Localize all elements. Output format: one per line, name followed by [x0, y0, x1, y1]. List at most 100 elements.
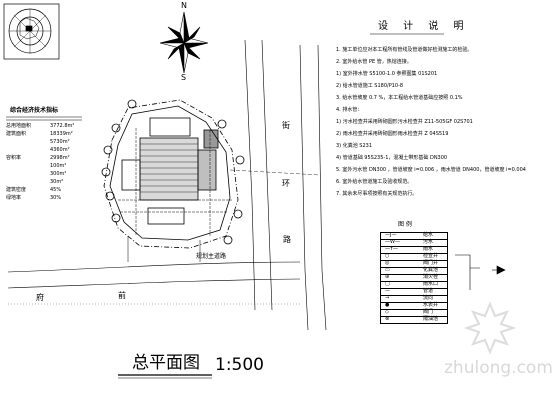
compass-rose	[159, 11, 209, 74]
indicators-table: 总用地面积 3772.8m² 建筑面积 18339m² 5730m² 4360m…	[6, 124, 90, 204]
legend-row: —Y— 雨水	[381, 247, 447, 254]
indicator-value: 300m²	[50, 171, 67, 177]
legend-row: → 流向	[381, 296, 447, 303]
legend-text: 给水	[423, 232, 434, 238]
legend-symbol: —W—	[385, 239, 400, 245]
legend-text: 消火栓	[423, 274, 439, 280]
watermark-text: zhulong.com	[444, 358, 553, 378]
indicator-value: 45%	[50, 187, 62, 193]
legend-text: 雨水口	[423, 281, 439, 287]
legend-symbol: ○	[385, 253, 390, 259]
legend-text: 检查井	[423, 253, 439, 259]
road-lines	[7, 39, 327, 331]
indicator-value: 30m²	[50, 179, 64, 185]
indicator-value: 2998m²	[50, 155, 70, 161]
indicator-value: 3772.8m²	[50, 123, 75, 129]
indicator-row: 绿地率 30%	[6, 196, 90, 204]
indicator-row: 5730m²	[6, 140, 90, 148]
indicator-value: 18339m²	[50, 131, 73, 137]
indicator-label: 总用地面积	[6, 123, 32, 129]
notes-line: 4. 排水管：	[336, 107, 363, 113]
legend-row: ▭ 化粪池	[381, 268, 447, 275]
legend-row: —W— 污水	[381, 240, 447, 247]
legend-text: 隔油池	[423, 316, 439, 322]
legend-text: 阀门井	[423, 260, 439, 266]
notes-line: 3. 给水管坡度 0.7 %，本工程给水管道基础应按照 0.1%	[336, 95, 463, 101]
indicator-label: 容积率	[6, 155, 22, 161]
notes-line: 3) 化粪池 S231	[336, 143, 373, 149]
indicator-value: 5730m²	[50, 139, 70, 145]
indicator-row: 100m²	[6, 164, 90, 172]
plan-scale: 1:500	[215, 355, 264, 375]
legend-symbol: ▭	[385, 267, 390, 273]
indicators-lines	[6, 116, 82, 121]
legend-row: —J— 给水	[381, 233, 447, 240]
notes-line: 4) 管道基础 95S235-1，混凝土带形基础 DN300	[336, 155, 448, 161]
notes-line: 1) 污水检查井采用砖砌圆形污水检查井 Z11-505GF 02S701	[336, 119, 473, 125]
legend-text: 雨水	[423, 246, 434, 252]
indicator-row: 300m²	[6, 172, 90, 180]
indicator-row: 30m²	[6, 180, 90, 188]
legend-text: 流向	[423, 295, 434, 301]
street-char-5: 环	[282, 179, 290, 188]
legend-table: —J— 给水 —W— 污水 —Y— 雨水 ○ 检查井 ◎ 阀门井 ▭ 化粪池 ⊕…	[380, 232, 448, 324]
compass-south-label: S	[181, 73, 187, 82]
indicator-row: 4360m²	[6, 148, 90, 156]
legend-row: ◎ 阀门井	[381, 261, 447, 268]
indicator-label: 绿地率	[6, 195, 22, 201]
legend-symbol: —J—	[385, 232, 397, 238]
notes-line: 2) 雨水检查井采用砖砌圆形雨水检查井 Z 04S519	[336, 131, 449, 137]
watermark: zhulong.com	[430, 300, 553, 390]
legend-row: ▢ 雨水口	[381, 282, 447, 289]
legend-text: 管道	[423, 288, 434, 294]
legend-symbol: ▢	[385, 281, 390, 287]
indicator-row: 建筑密度 45%	[6, 188, 90, 196]
indicator-row: 总用地面积 3772.8m²	[6, 124, 90, 132]
indicator-value: 4360m²	[50, 147, 70, 153]
indicator-label: 建筑密度	[6, 187, 27, 193]
indicators-title: 综合经济技术指标	[10, 107, 59, 114]
detail-sketch	[455, 254, 506, 290]
notes-line: 1. 施工单位应对本工程所有管线及管道做好检测施工的检验。	[336, 47, 473, 53]
legend-symbol: ⊗	[385, 316, 390, 322]
legend-row: ⊕ 消火栓	[381, 275, 447, 282]
indicator-value: 30%	[50, 195, 62, 201]
indicator-row: 建筑面积 18339m²	[6, 132, 90, 140]
legend-symbol: ●	[385, 302, 390, 308]
indicator-label: 建筑面积	[6, 131, 27, 137]
legend-text: 化粪池	[423, 267, 439, 273]
notes-line: 5. 室外污水管 DN300 ，管道坡度 i=0.006 ，雨水管道 DN400…	[336, 167, 526, 173]
legend-title: 图 例	[398, 221, 412, 228]
road-label: 规划主道路	[196, 253, 227, 260]
legend-text: 阀门	[423, 309, 434, 315]
notes-list: 1. 施工单位应对本工程所有管线及管道做好检测施工的检验。 2. 室外给水管 P…	[336, 46, 556, 202]
key-map	[3, 3, 60, 60]
legend-symbol: ◎	[385, 260, 390, 266]
legend-row: ● 水表井	[381, 303, 447, 310]
indicator-value: 100m²	[50, 163, 67, 169]
notes-line: 6. 室外给水管道施工及验收规范。	[336, 179, 413, 185]
notes-line: 2) 给水管道施工 S180/P10-8	[336, 83, 404, 89]
legend-row: ○ 检查井	[381, 254, 447, 261]
notes-title: 设 计 说 明	[378, 21, 470, 32]
legend-row: ◇ 阀门	[381, 310, 447, 317]
legend-symbol: ⊕	[385, 274, 390, 280]
notes-line: 2. 室外给水管 PE 管，热熔连接。	[336, 59, 412, 65]
street-char-4: 路	[283, 235, 291, 244]
legend-text: 污水	[423, 239, 434, 245]
legend-row: ⊗ 隔油池	[381, 317, 447, 323]
legend-symbol: ◇	[385, 309, 389, 315]
street-char-1: 府	[36, 293, 44, 302]
legend-row: — 管道	[381, 289, 447, 296]
legend-symbol: —Y—	[385, 246, 399, 252]
notes-line: 1) 室外排水管 S5100-1.0 参照图集 01S201	[336, 71, 438, 77]
legend-symbol: —	[385, 288, 390, 294]
compass-north-label: N	[181, 1, 187, 10]
indicator-row: 容积率 2998m²	[6, 156, 90, 164]
street-char-2: 前	[118, 291, 126, 300]
notes-line: 7. 其余未尽事项按照有关规范执行。	[336, 191, 418, 197]
street-char-3: 街	[282, 121, 290, 130]
watermark-logo-icon	[463, 301, 517, 355]
site-plan	[101, 99, 245, 262]
